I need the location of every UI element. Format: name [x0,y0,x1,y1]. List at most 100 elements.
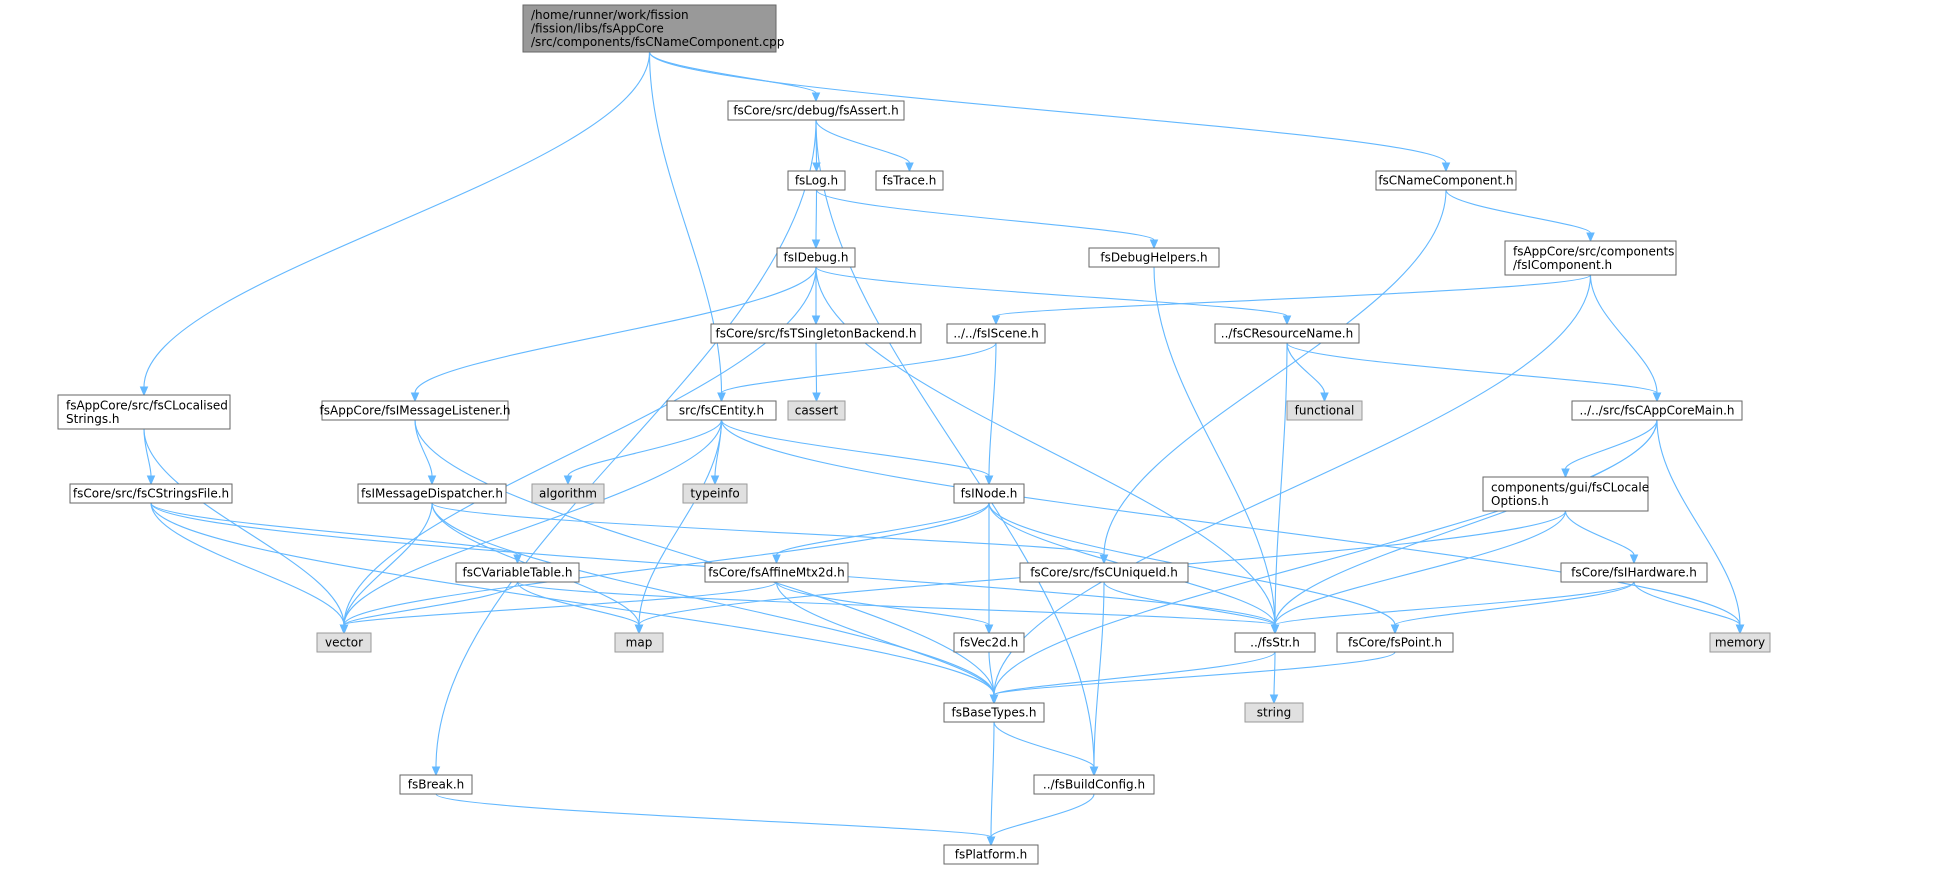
arrowhead [339,624,349,635]
edge-fs-imessage-dispatcher-to-fs-base-types [431,502,999,705]
node-fs-str[interactable]: ../fsStr.h [1234,632,1316,653]
node-label: string [1257,706,1291,720]
node-box [1336,632,1454,653]
node-box [531,483,605,504]
node-label: fsIMessageDispatcher.h [361,487,503,501]
node-fs-cresource-name[interactable]: ../fsCResourceName.h [1214,323,1360,344]
node-box [943,702,1045,723]
node-fs-break[interactable]: fsBreak.h [399,774,473,795]
node-box [357,483,507,504]
node-label: vector [325,636,363,650]
node-fs-trace[interactable]: fsTrace.h [875,170,944,191]
node-fs-cunique-id[interactable]: fsCore/src/fsCUniqueId.h [1019,562,1189,583]
edge-line [988,342,997,477]
node-label: fsCore/src/fsCUniqueId.h [1030,566,1178,580]
edge-fs-centity-to-algorithm [563,419,723,486]
node-fs-imessage-listener[interactable]: fsAppCore/fsIMessageListener.h [320,400,511,421]
edge-root-to-fs-assert [648,51,821,103]
edge-fs-affine-mtx2d-to-vector [339,581,778,635]
node-label: /fission/libs/fsAppCore [531,22,664,36]
edge-line [1274,342,1288,626]
node-cassert: cassert [787,400,846,421]
edge-line [431,502,995,696]
node-box [710,323,922,344]
arrowhead [431,766,441,777]
edge-line [431,502,1105,556]
node-box [1482,476,1649,512]
node-label: ../../src/fsCAppCoreMain.h [1579,404,1734,418]
node-fs-affine-mtx2d[interactable]: fsCore/fsAffineMtx2d.h [704,562,849,583]
node-label: fsCNameComponent.h [1378,174,1513,188]
arrowhead [1586,232,1595,243]
node-label: Options.h [1491,494,1549,508]
edge-fs-point-to-fs-base-types [989,651,1396,705]
edge-line [1103,189,1447,556]
node-fs-tsingleton-backend[interactable]: fsCore/src/fsTSingletonBackend.h [710,323,922,344]
node-fs-assert[interactable]: fsCore/src/debug/fsAssert.h [727,100,905,121]
node-fs-platform[interactable]: fsPlatform.h [943,844,1039,865]
arrowhead [1561,468,1570,479]
edge-fs-cstrings-file-to-vector [150,502,349,635]
edge-fs-inode-to-fs-vec2d [984,503,994,635]
edge-line [150,502,519,556]
node-label: components/gui/fsCLocale [1491,480,1649,494]
node-label: fsINode.h [961,487,1018,501]
edge-line [343,581,519,626]
node-fs-debug-helpers[interactable]: fsDebugHelpers.h [1088,247,1220,268]
node-fs-base-types[interactable]: fsBaseTypes.h [943,702,1045,723]
arrowhead [1652,392,1662,403]
node-label: fsCore/fsAffineMtx2d.h [708,566,844,580]
node-fs-vec2d[interactable]: fsVec2d.h [953,632,1025,653]
arrowhead [1149,239,1159,250]
node-label: fsCore/src/fsCStringsFile.h [73,487,229,501]
edge-fs-iscene-to-fs-inode [984,342,997,486]
edge-fs-ihardware-to-fs-str [1270,581,1635,635]
edge-line [993,651,1276,696]
arrowhead [811,315,821,326]
edge-line [815,266,1276,626]
edge-line [1286,342,1658,394]
node-box [1033,774,1155,795]
arrowhead [710,475,720,486]
edge-fs-cstrings-file-to-fs-base-types [150,502,999,705]
arrowhead [1089,766,1099,777]
node-fs-imessage-dispatcher[interactable]: fsIMessageDispatcher.h [357,483,507,504]
edge-line [1633,581,1741,626]
node-box [704,562,849,583]
edges-layer [139,51,1745,847]
node-label: fsCore/fsPoint.h [1348,636,1442,650]
node-box [1214,323,1360,344]
node-fs-capp-core-main[interactable]: ../../src/fsCAppCoreMain.h [1571,400,1743,421]
edge-fs-build-config-to-fs-platform [986,793,1095,847]
node-fs-idebug[interactable]: fsIDebug.h [776,247,856,268]
arrowhead [717,392,726,403]
node-root[interactable]: /home/runner/work/fission/fission/libs/f… [522,4,784,53]
edge-line [1153,266,1276,626]
node-fs-log[interactable]: fsLog.h [787,170,846,191]
edge-line [150,502,995,696]
node-string: string [1244,702,1304,723]
node-label: /fsIComponent.h [1513,258,1612,272]
node-box [682,483,748,504]
edge-fs-assert-to-fs-trace [815,119,914,173]
node-fs-icomponent[interactable]: fsAppCore/src/components/fsIComponent.h [1504,240,1677,276]
node-fs-inode[interactable]: fsINode.h [953,483,1025,504]
node-fs-iscene[interactable]: ../../fsIScene.h [946,323,1046,344]
arrowhead [427,475,437,486]
arrowhead [1269,694,1279,705]
node-fs-build-config[interactable]: ../fsBuildConfig.h [1033,774,1155,795]
edge-line [1274,581,1635,626]
edge-line [720,419,1741,626]
node-fs-cvariable-table[interactable]: fsCVariableTable.h [455,562,580,583]
node-fs-centity[interactable]: src/fsCEntity.h [666,400,777,421]
node-fs-cname-component[interactable]: fsCNameComponent.h [1375,170,1517,191]
node-fs-cstrings-file[interactable]: fsCore/src/fsCStringsFile.h [69,483,233,504]
edge-fs-cname-component-to-fs-cunique-id [1099,189,1447,565]
edge-line [516,581,1276,626]
node-fs-ihardware[interactable]: fsCore/fsIHardware.h [1560,562,1708,583]
edge-line [143,428,345,626]
node-fs-point[interactable]: fsCore/fsPoint.h [1336,632,1454,653]
edge-line [1394,581,1635,626]
